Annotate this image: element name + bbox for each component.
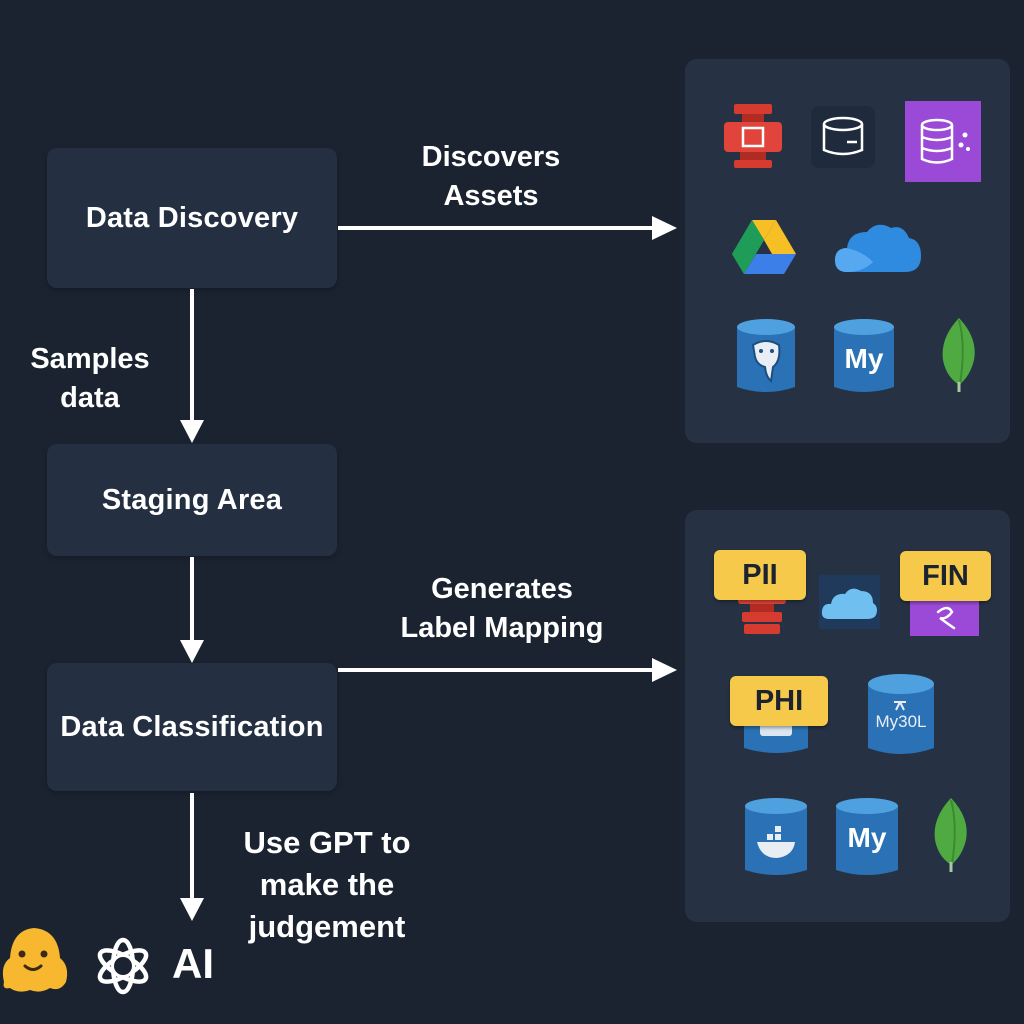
postgresql-icon [735,317,797,397]
samples-line-1: Samples [30,343,150,375]
samples-data-label: Samples data [10,340,170,418]
mysql-variant-icon: My30L [866,672,936,760]
data-classification-node: Data Classification [47,663,337,791]
ai-label: AI [172,940,214,987]
mysql-labeled-text: My [847,822,887,853]
generates-line-1: Generates [431,573,573,605]
database-icon [811,106,875,168]
use-gpt-label: Use GPT to make the judgement [222,822,432,948]
generates-label-mapping-label: Generates Label Mapping [372,570,632,648]
hugging-face-icon [2,928,68,992]
staging-area-label: Staging Area [101,483,283,516]
gpt-line-1: Use GPT to [243,825,411,860]
openai-icon [97,937,149,995]
gpt-line-3: judgement [248,909,406,944]
onedrive-icon [835,224,921,272]
pii-tag: PII [714,550,806,600]
data-discovery-label: Data Discovery [85,201,299,234]
mysql-icon: My [832,317,896,397]
mysql-icon-labeled: My [834,796,900,880]
purple-database-icon [905,101,981,182]
data-discovery-node: Data Discovery [47,148,337,288]
fin-tag-label: FIN [922,559,969,592]
google-drive-icon [732,220,796,274]
mongodb-icon-labeled [934,798,967,872]
docker-database-icon [743,796,809,880]
mysql-variant-text: My30L [875,712,927,731]
discovers-assets-label: Discovers Assets [391,138,591,216]
gpt-line-2: make the [259,867,395,902]
fin-tag: FIN [900,551,991,601]
mysql-icon-text: My [844,343,884,374]
cloud-storage-icon [819,575,880,629]
staging-area-node: Staging Area [47,444,337,556]
discovers-line-1: Discovers [421,141,561,173]
mongodb-icon [942,318,975,392]
samples-line-2: data [60,382,120,414]
hadoop-icon [724,104,782,168]
phi-tag-label: PHI [754,684,804,717]
phi-tag: PHI [730,676,828,726]
generates-line-2: Label Mapping [400,612,604,644]
data-classification-label: Data Classification [60,710,324,743]
discovers-line-2: Assets [443,180,539,212]
pii-tag-label: PII [742,558,778,591]
